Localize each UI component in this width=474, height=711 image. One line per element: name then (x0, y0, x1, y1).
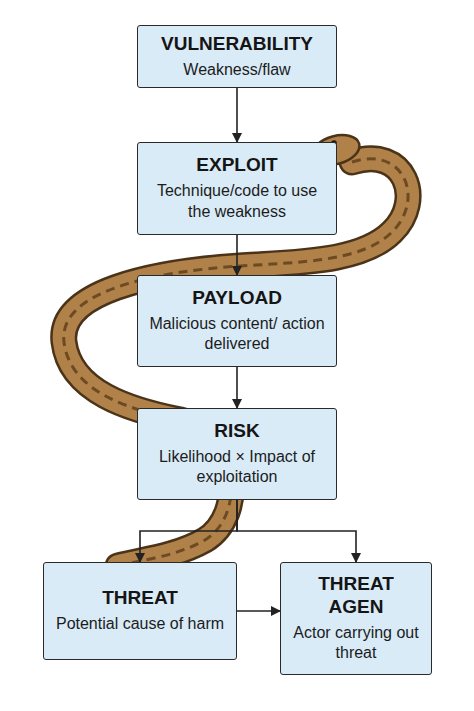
concept-box: THREAT Potential cause of harm (43, 562, 237, 660)
snake-body (64, 159, 408, 566)
flow-arrow (236, 235, 238, 275)
concept-box: RISK Likelihood × Impact of exploitation (137, 408, 337, 500)
box-description: Technique/code to use the weakness (146, 181, 328, 223)
box-description: Potential cause of harm (52, 614, 228, 635)
box-description: Malicious content/ action delivered (146, 314, 328, 356)
box-heading: THREAT (52, 587, 228, 610)
snake-stripe (64, 159, 408, 566)
box-heading: PAYLOAD (146, 287, 328, 310)
flow-arrow (236, 88, 238, 142)
flow-arrow (237, 610, 280, 612)
snake-outline (64, 159, 408, 566)
concept-box: THREAT AGENActor carrying out threat (280, 562, 432, 675)
box-description: Actor carrying out threat (289, 623, 423, 665)
box-description: Likelihood × Impact of exploitation (146, 447, 328, 489)
box-heading: THREAT AGEN (289, 573, 423, 619)
flow-arrow (140, 500, 237, 562)
snake (64, 130, 408, 566)
box-heading: RISK (146, 420, 328, 443)
box-heading: VULNERABILITY (146, 33, 328, 56)
concept-box: VULNERABILITY Weakness/flaw (137, 25, 337, 88)
box-description: Weakness/flaw (146, 60, 328, 81)
concept-box: EXPLOIT Technique/code to use the weaknes… (137, 142, 337, 235)
flow-arrow (237, 500, 356, 562)
box-heading: EXPLOIT (146, 154, 328, 177)
concept-box: PAYLOAD Malicious content/ action deliver… (137, 275, 337, 367)
flow-arrow (236, 367, 238, 408)
